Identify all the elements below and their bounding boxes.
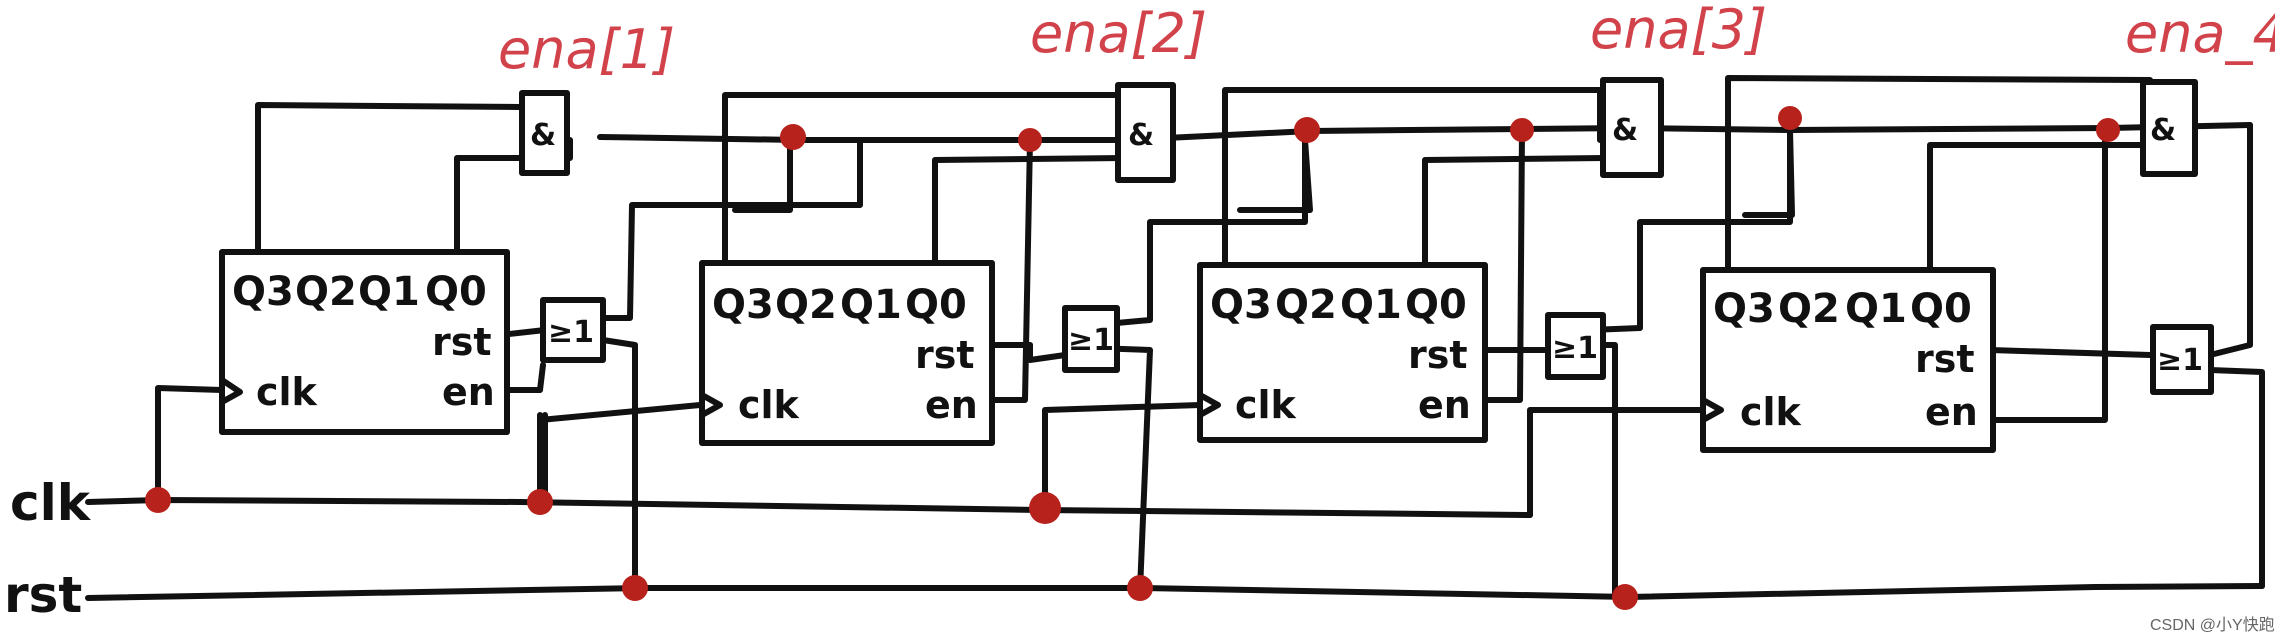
rst-port: rst [1408,333,1468,377]
clk-bus: clk [10,474,1533,532]
q1-port: Q1 [1340,282,1402,328]
or-gate-2 [1062,305,1120,373]
counter-block-2 [699,260,995,446]
and-gate-3 [1600,77,1664,178]
junction-dot [780,124,806,150]
en-port: en [1418,383,1471,427]
ena-1-label: ena[1] [498,18,675,81]
carry-top-bus [597,122,2253,143]
clk-port: clk [256,370,318,414]
and-gate-2 [1115,82,1176,183]
clk-signal-label: clk [10,474,92,532]
q3-port: Q3 [232,269,294,315]
q1-port: Q1 [358,269,420,315]
or-gate-symbol: ≥1 [1068,323,1114,358]
q2-port: Q2 [1275,282,1337,328]
and-gate-symbol: & [1128,118,1154,153]
junction-dot [2096,118,2120,142]
ena-2-label: ena[2] [1030,2,1207,65]
q0-port: Q0 [1405,282,1467,328]
junction-dots [145,106,2120,610]
junction-dot [622,575,648,601]
q2-port: Q2 [775,282,837,328]
q2-port: Q2 [295,269,357,315]
rst-bus: rst [4,566,2265,624]
q0-port: Q0 [905,282,967,328]
and-gate-1 [519,90,570,176]
q1-port: Q1 [1845,286,1907,332]
or-gate-3 [1545,312,1606,380]
counter-stage-2: Q3 Q2 Q1 Q0 rst en clk & ≥1 ena[2] [537,2,1308,593]
en-port: en [442,370,495,414]
rst-port: rst [915,333,975,377]
counter-stage-3: Q3 Q2 Q1 Q0 rst en clk & ≥1 ena[3] [1042,0,1793,598]
junction-dot [527,489,553,515]
clk-triangle-icon [699,392,723,418]
junction-dot [1018,128,1042,152]
and-gate-symbol: & [2150,113,2176,148]
q0-port: Q0 [425,269,487,315]
or-gate-4 [2150,324,2214,395]
clk-triangle-icon [1700,397,1724,423]
ena-3-label: ena[3] [1590,0,1767,61]
counter-block-1 [219,249,510,435]
and-gate-4 [2140,79,2198,177]
counter-block-4 [1700,267,1996,453]
q0-port: Q0 [1910,286,1972,332]
or-gate-symbol: ≥1 [2157,343,2203,378]
and-gate-symbol: & [1612,113,1638,148]
junction-dot [1294,117,1320,143]
rst-port: rst [432,320,492,364]
clk-port: clk [738,383,800,427]
en-port: en [925,383,978,427]
or-gate-symbol: ≥1 [1552,331,1598,366]
junction-dot [1510,118,1534,142]
counter-stage-4: Q3 Q2 Q1 Q0 rst en clk & ≥1 ena_4 [1700,2,2275,589]
junction-dot [1127,575,1153,601]
junction-dot [1612,584,1638,610]
q3-port: Q3 [1210,282,1272,328]
or-gate-1 [540,297,606,363]
junction-dot [1778,106,1802,130]
q3-port: Q3 [1713,286,1775,332]
clk-port: clk [1235,383,1297,427]
counter-block-3 [1197,262,1488,443]
and-gate-symbol: & [530,118,556,153]
q3-port: Q3 [712,282,774,328]
or-gate-symbol: ≥1 [548,315,594,350]
q2-port: Q2 [1778,286,1840,332]
q1-port: Q1 [840,282,902,328]
clk-port: clk [1740,390,1802,434]
en-port: en [1925,390,1978,434]
junction-dot [145,487,171,513]
watermark: CSDN @小Y快跑 [2150,616,2275,634]
clk-triangle-icon [1197,392,1221,418]
rst-signal-label: rst [4,566,82,624]
ena-4-label: ena_4 [2125,2,2275,65]
junction-dot [1029,492,1061,524]
clk-triangle-icon [219,377,243,405]
rst-port: rst [1915,337,1975,381]
